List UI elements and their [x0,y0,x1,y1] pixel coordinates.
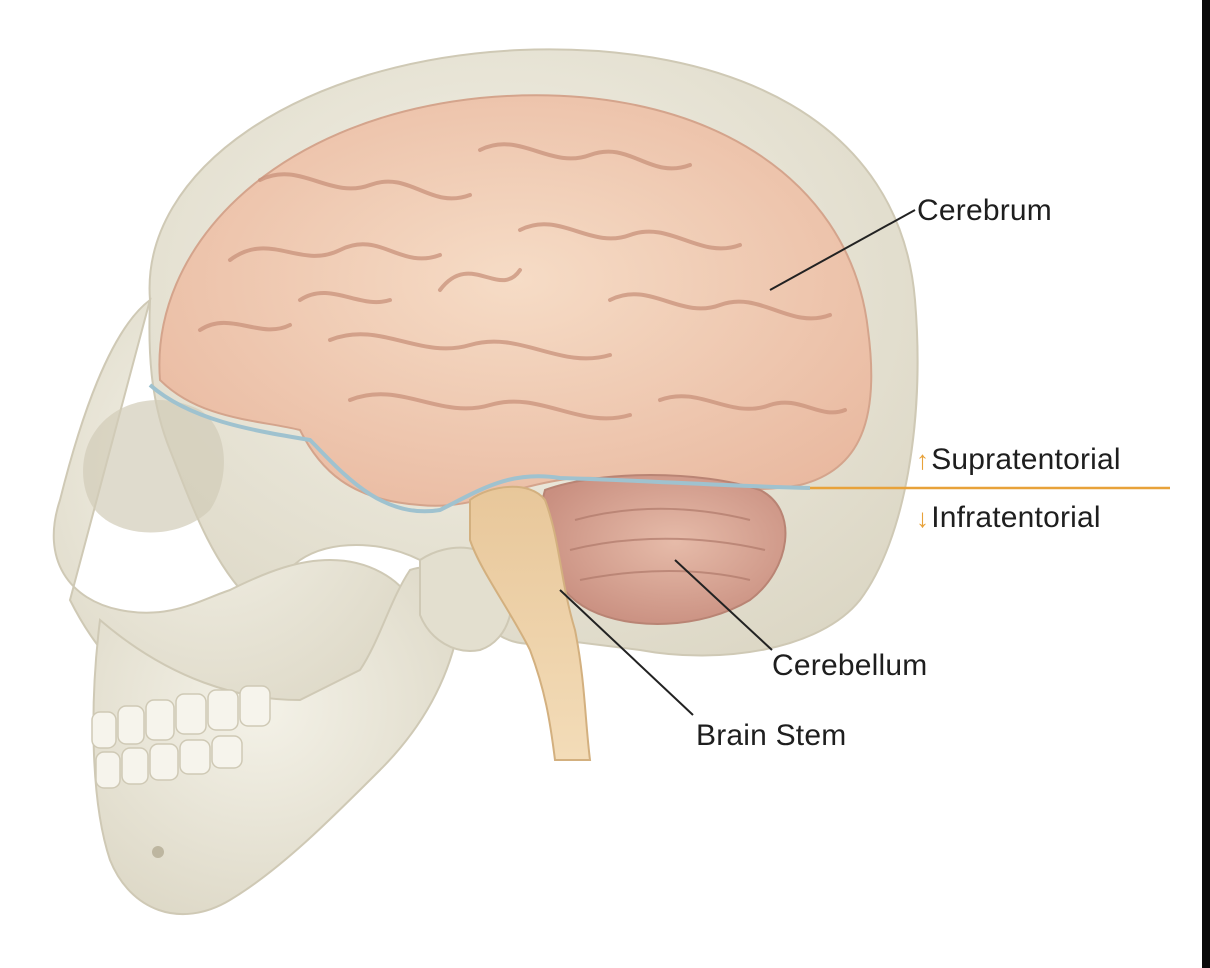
label-supratentorial: Supratentorial [931,443,1121,476]
tentorium-line [148,383,811,514]
label-brain-stem: Brain Stem [696,719,847,752]
label-cerebrum: Cerebrum [917,194,1052,227]
cerebellum-leader [674,559,773,651]
teeth [91,685,271,789]
cerebellum-shape [539,474,787,625]
up-arrow-icon: ↑ [916,445,930,475]
label-cerebellum: Cerebellum [772,649,928,682]
frame-edge [1202,0,1210,968]
label-infratentorial-row: ↓Infratentorial [916,503,1101,533]
cerebellum-folia [569,507,766,581]
label-supratentorial-row: ↑Supratentorial [916,445,1121,475]
label-infratentorial: Infratentorial [931,501,1101,534]
mandible [92,566,463,916]
brain-stem-shape [469,485,592,761]
down-arrow-icon: ↓ [916,503,930,533]
eye-socket [83,400,224,533]
brain-stem-leader [559,589,694,716]
cerebrum-shape [158,94,873,507]
cerebrum-leader [769,209,916,291]
mental-foramen [152,846,164,858]
cerebrum-folds [198,142,847,421]
